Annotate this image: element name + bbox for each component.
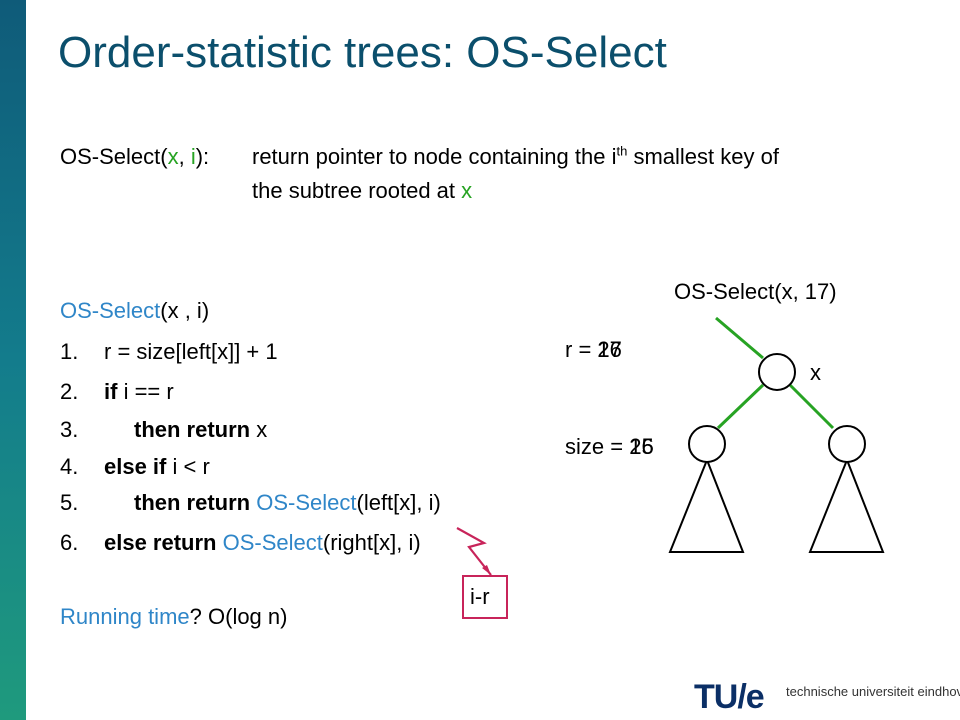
definition-call: OS-Select(x, i):: [60, 146, 209, 168]
annotation-arrow: [456, 527, 492, 576]
running-time: Running time? O(log n): [60, 606, 287, 628]
code-line5-func: OS-Select: [250, 490, 357, 515]
code-line3-text: x: [250, 417, 268, 442]
code-line6-kw: else return: [104, 530, 217, 555]
node-x-label: x: [810, 360, 821, 385]
code-line4: else if i < r: [104, 456, 210, 478]
code-line3-kw: then return: [134, 417, 251, 442]
edge-left: [716, 383, 765, 430]
code-line5: then return OS-Select(left[x], i): [134, 492, 441, 514]
definition-desc-line1: return pointer to node containing the it…: [252, 143, 779, 169]
definition-end: ):: [195, 144, 210, 169]
code-header: OS-Select(x , i): [60, 300, 209, 322]
node-left: [688, 425, 726, 463]
code-line3: then return x: [134, 419, 267, 441]
node-right: [828, 425, 866, 463]
edge-right: [788, 383, 835, 430]
annotation-label: i-r: [470, 584, 490, 609]
code-line1: r = size[left[x]] + 1: [104, 339, 278, 364]
desc2-pre: the subtree rooted at: [252, 178, 462, 203]
code-line5-num: 5.: [60, 490, 79, 515]
left-subtree: [668, 457, 745, 553]
code-line6: else return OS-Select(right[x], i): [104, 532, 421, 554]
r-value-17: 17: [597, 337, 622, 362]
desc1-sup: th: [616, 143, 628, 159]
running-time-q: ?: [189, 604, 208, 629]
diagram-call-label: OS-Select(x, 17): [674, 279, 837, 304]
size-prefix: size =: [565, 434, 630, 459]
code-line4-kw: else if: [104, 454, 167, 479]
code-line2-kw: if: [104, 379, 118, 404]
desc1-pre: return pointer to node containing the i: [252, 144, 617, 169]
code-header-args: (x , i): [160, 298, 210, 323]
tue-logo: TU/e: [694, 678, 765, 716]
code-line5-text: (left[x], i): [356, 490, 441, 515]
annotation-box: [462, 575, 508, 619]
r-value-26: 26: [597, 337, 622, 362]
sidebar-gradient: [0, 0, 26, 720]
desc2-x: x: [461, 178, 473, 203]
definition-desc-line2: the subtree rooted at x: [252, 180, 472, 202]
right-subtree: [808, 457, 885, 553]
desc1-post: smallest key of: [627, 144, 779, 169]
running-time-answer: O(log n): [208, 604, 288, 629]
size-value-25: 25: [629, 434, 654, 459]
code-line6-func: OS-Select: [216, 530, 323, 555]
code-line1-num: 1.: [60, 339, 79, 364]
definition-func: OS-Select(: [60, 144, 168, 169]
size-value-16: 16: [629, 434, 654, 459]
code-header-func: OS-Select: [60, 298, 161, 323]
code-line4-num: 4.: [60, 454, 79, 479]
code-line2-num: 2.: [60, 379, 79, 404]
institution-name: technische universiteit eindhoven: [786, 684, 960, 699]
code-line4-text: i < r: [166, 454, 210, 479]
code-line5-kw: then return: [134, 490, 251, 515]
edge-parent: [715, 316, 764, 360]
code-line2-text: i == r: [117, 379, 174, 404]
node-x: [758, 353, 796, 391]
annotation-arrow-head: [482, 565, 491, 575]
code-line3-num: 3.: [60, 417, 79, 442]
code-line2: if i == r: [104, 381, 174, 403]
code-line6-text: (right[x], i): [322, 530, 421, 555]
definition-x: x: [167, 144, 179, 169]
definition-i: i: [190, 144, 196, 169]
definition-sep: ,: [178, 144, 191, 169]
r-prefix: r =: [565, 337, 598, 362]
code-line6-num: 6.: [60, 530, 79, 555]
slide-title: Order-statistic trees: OS-Select: [58, 28, 667, 77]
running-time-label: Running time: [60, 604, 190, 629]
